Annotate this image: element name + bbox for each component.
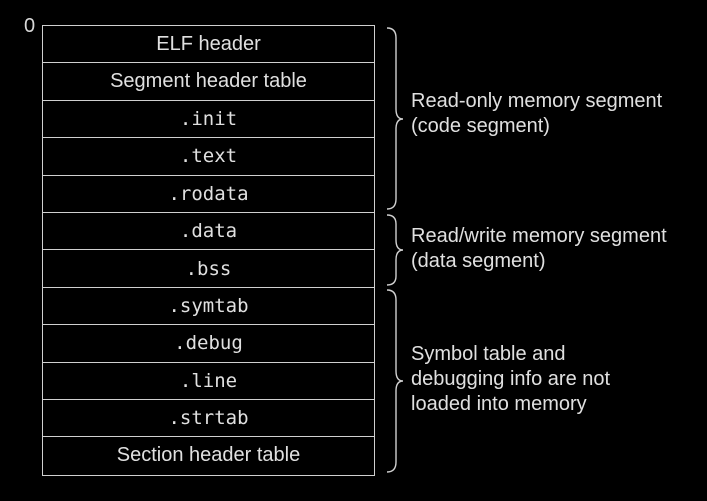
annotation-readwrite-line1: Read/write memory segment: [411, 225, 667, 247]
row-init: .init: [43, 101, 374, 139]
row-segment-header-table: Segment header table: [43, 63, 374, 101]
row-line: .line: [43, 363, 374, 400]
elf-sections-table: ELF header Segment header table .init .t…: [42, 25, 375, 476]
annotation-readwrite-segment: Read/write memory segment (data segment): [411, 224, 667, 274]
brace-not-loaded: [386, 289, 404, 473]
row-strtab: .strtab: [43, 400, 374, 438]
annotation-not-loaded-line2: debugging info are not: [411, 368, 611, 390]
annotation-not-loaded-line1: Symbol table and: [411, 343, 566, 365]
brace-readwrite: [386, 214, 404, 286]
annotation-readonly-segment: Read-only memory segment (code segment): [411, 89, 662, 139]
annotation-not-loaded-line3: loaded into memory: [411, 393, 587, 415]
annotation-not-loaded: Symbol table and debugging info are not …: [411, 342, 610, 417]
row-bss: .bss: [43, 250, 374, 288]
annotation-readonly-line1: Read-only memory segment: [411, 90, 663, 112]
brace-readonly: [386, 27, 404, 210]
row-debug: .debug: [43, 325, 374, 363]
row-elf-header: ELF header: [43, 26, 374, 64]
row-symtab: .symtab: [43, 288, 374, 326]
annotation-readwrite-line2: (data segment): [411, 250, 546, 272]
annotation-readonly-line2: (code segment): [411, 115, 550, 137]
offset-zero-label: 0: [24, 15, 36, 37]
row-rodata: .rodata: [43, 176, 374, 213]
row-data: .data: [43, 213, 374, 251]
row-text: .text: [43, 138, 374, 176]
row-section-header-table: Section header table: [116, 444, 301, 467]
